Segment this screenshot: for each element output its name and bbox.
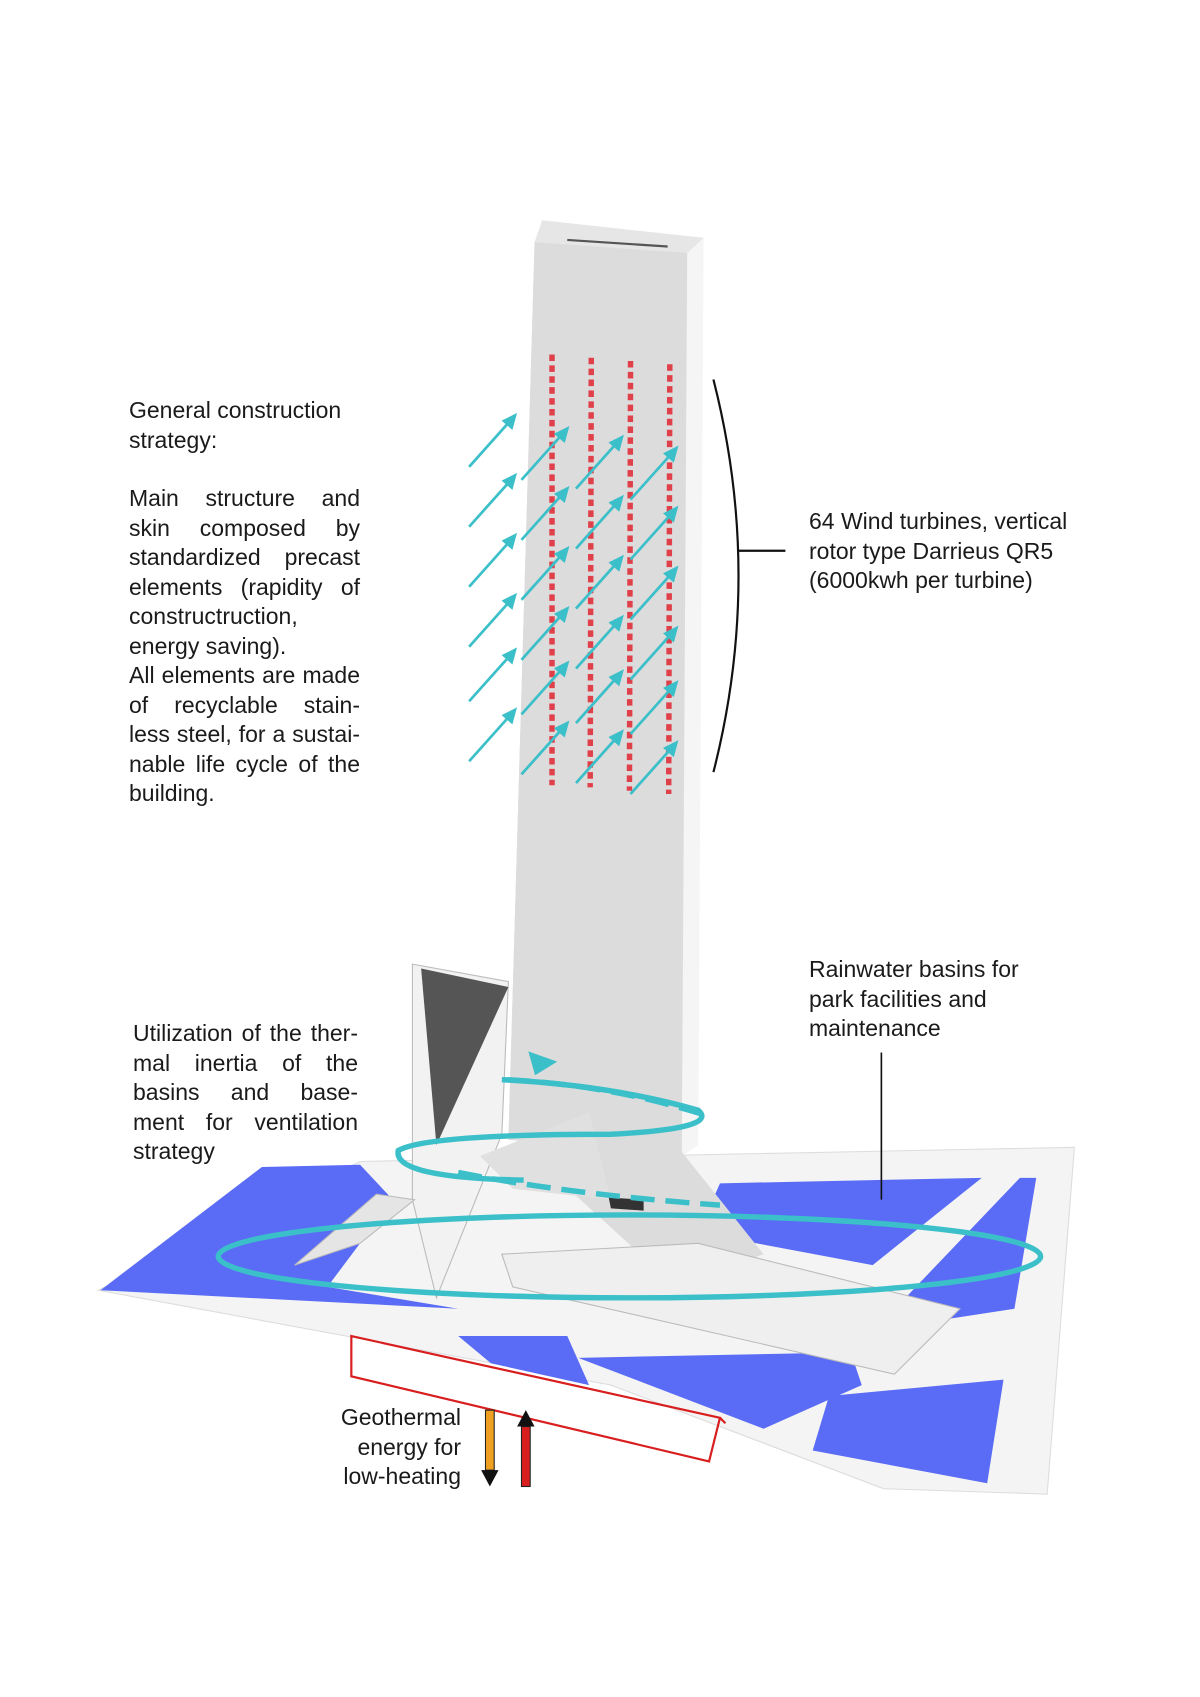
base-structure <box>294 963 961 1375</box>
geothermal-line-1: Geothermal <box>340 1404 461 1430</box>
thermal-inertia-label: Utilization of the ther-mal inertia of t… <box>133 1020 358 1164</box>
rainwater-label: Rainwater basins for park facilities and… <box>809 956 1019 1041</box>
geothermal-line-3: low-heating <box>343 1463 461 1489</box>
geothermal-line-2: energy for <box>357 1433 461 1460</box>
turbines-bracket <box>712 379 786 773</box>
geothermal-arrows <box>481 1409 535 1488</box>
wind-arrows <box>468 412 678 796</box>
construction-heading: General construction strategy: <box>129 397 342 453</box>
construction-paragraph-2: All elements are made of recyclable stai… <box>129 662 360 806</box>
construction-paragraph-1: Main structure and skin composed by stan… <box>129 485 360 659</box>
ventilation-rings <box>215 1051 1044 1301</box>
wind-turbines-label: 64 Wind turbines, vertical rotor type Da… <box>809 508 1068 593</box>
wind-turbines <box>549 354 673 794</box>
construction-strategy-text: General construction strategy: Main stru… <box>129 396 360 809</box>
basement-outline <box>350 1334 727 1463</box>
geothermal-label: Geothermal energy for low-heating <box>300 1403 461 1492</box>
